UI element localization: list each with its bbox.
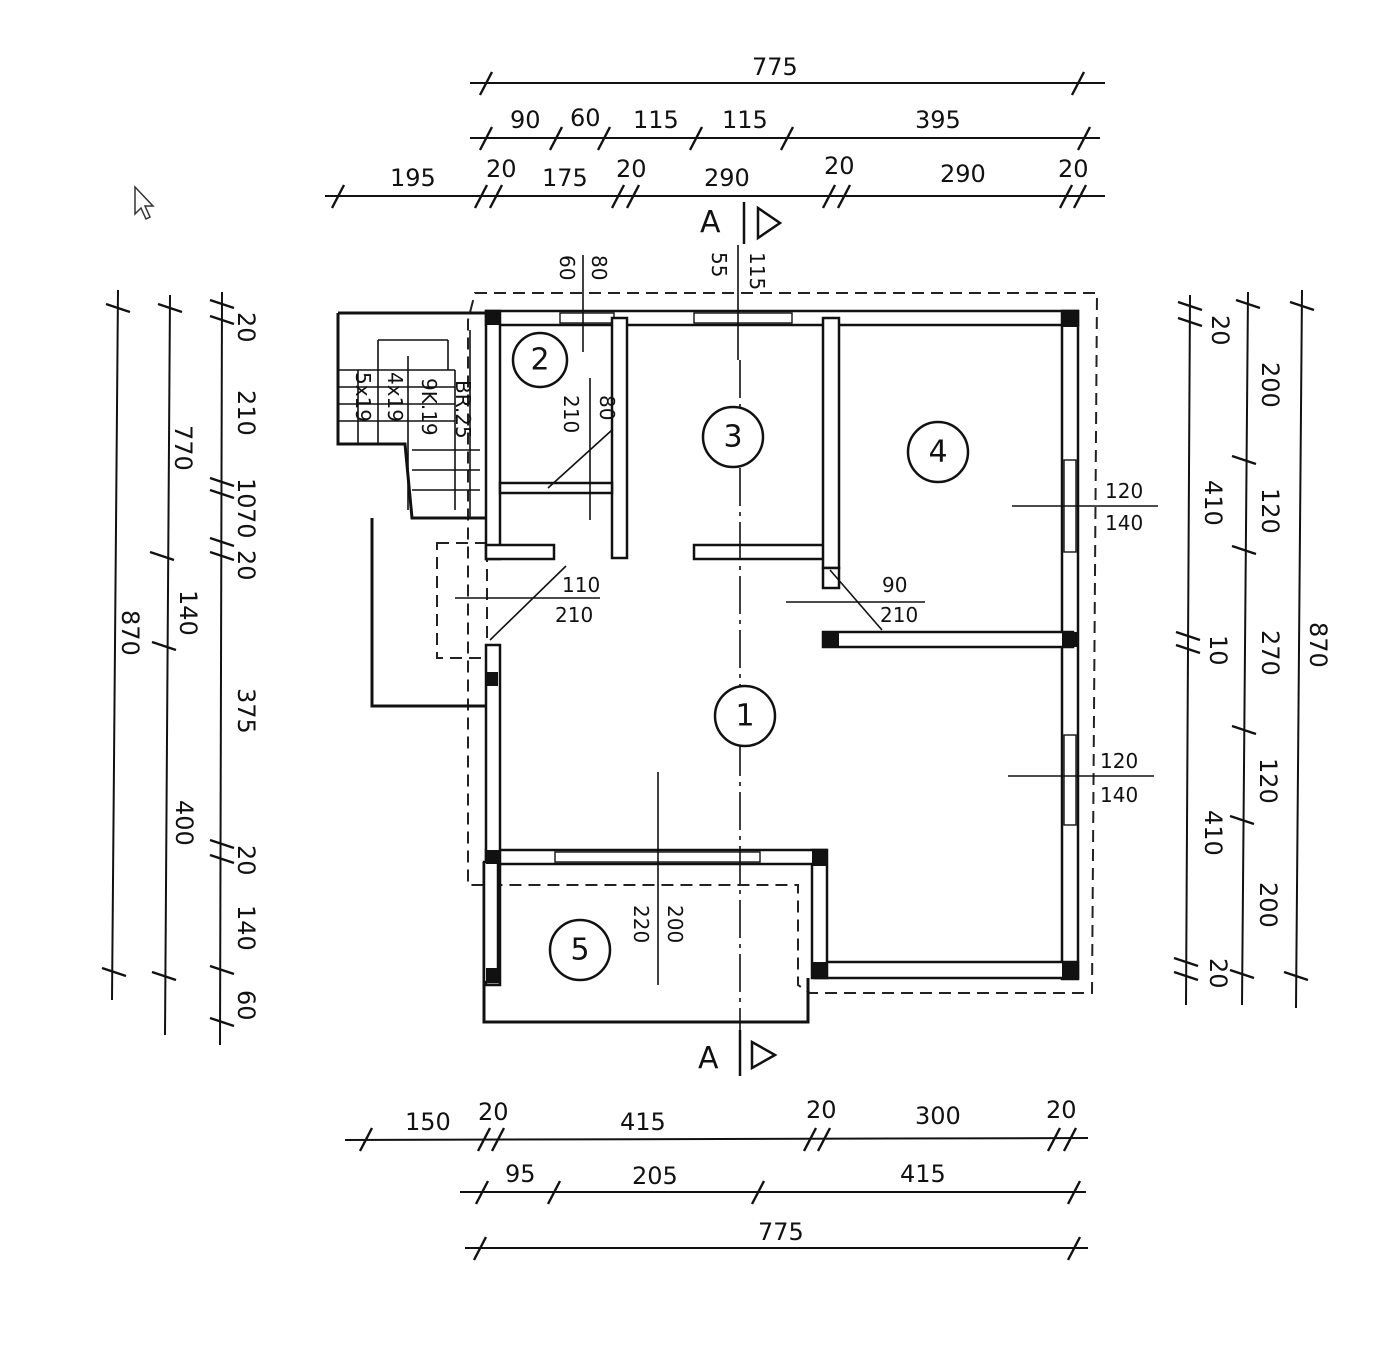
- room-4-tag: 4: [906, 420, 970, 484]
- section-letter-bottom: A: [698, 1041, 719, 1076]
- dim-left-mid-0: 770: [169, 425, 197, 471]
- dim-top-r3-7: 20: [1058, 155, 1089, 183]
- room-1-number: 1: [735, 699, 754, 734]
- room-2-tag: 2: [511, 331, 569, 389]
- wc-door-w: 80: [595, 395, 619, 420]
- dim-bottom-r1-3: 20: [806, 1096, 837, 1124]
- dim-bottom-r2-1: 205: [632, 1162, 678, 1190]
- dim-bottom-r1-0: 150: [405, 1108, 451, 1136]
- room-5-tag: 5: [548, 918, 612, 982]
- dim-left-inner-7: 140: [232, 905, 260, 951]
- dim-left-total: 870: [116, 610, 144, 656]
- dim-left-inner-2: 10: [232, 478, 260, 509]
- room-3-tag: 3: [701, 405, 765, 469]
- dim-top-r2-3: 115: [722, 106, 768, 134]
- stair-label-3: 5x19: [351, 372, 375, 422]
- room-2-number: 2: [530, 343, 549, 378]
- dim-right-mid-0: 20: [1206, 315, 1234, 346]
- dim-top-r3-2: 175: [542, 164, 588, 192]
- room-5-number: 5: [570, 933, 589, 968]
- walls: [482, 309, 1080, 1024]
- dim-right-inner-0: 200: [1256, 362, 1284, 408]
- dim-top-r3-6: 290: [940, 160, 986, 188]
- stair-label-1: 9K.19: [417, 378, 441, 436]
- room-1-tag: 1: [713, 684, 777, 748]
- bed-door-h: 210: [880, 603, 918, 627]
- dim-top-r3-0: 195: [390, 164, 436, 192]
- dim-left-inner-3: 70: [232, 508, 260, 539]
- dim-left-mid-1: 140: [174, 590, 202, 636]
- wc-door-h: 210: [559, 395, 583, 433]
- dim-bottom-r1-5: 20: [1046, 1096, 1077, 1124]
- balcony-door-w: 200: [663, 905, 687, 943]
- bed-door-w: 90: [882, 573, 907, 597]
- room-3-number: 3: [723, 420, 742, 455]
- dim-left-inner-8: 60: [232, 990, 260, 1021]
- entry-door-w: 110: [562, 573, 600, 597]
- entry-door-h: 210: [555, 603, 593, 627]
- dim-bottom-r2-0: 95: [505, 1160, 536, 1188]
- roof-outline: [467, 292, 1099, 994]
- section-letter-top: A: [700, 205, 721, 240]
- dim-top-r2-1: 60: [570, 104, 601, 132]
- dim-bottom-r2-2: 415: [900, 1160, 946, 1188]
- dim-left-mid-2: 400: [170, 800, 198, 846]
- balcony-door-h: 220: [629, 905, 653, 943]
- dim-bottom-r1-1: 20: [478, 1098, 509, 1126]
- dim-right-inner-3: 120: [1254, 758, 1282, 804]
- dim-top-r3-3: 20: [616, 155, 647, 183]
- dim-right-inner-1: 120: [1256, 488, 1284, 534]
- stair-label-0: BR.25: [451, 380, 475, 439]
- entrance-stair: BR.25 9K.19 4x19 5x19: [336, 311, 486, 708]
- dim-top-r2-0: 90: [510, 106, 541, 134]
- dim-right-mid-4: 20: [1204, 958, 1232, 989]
- wc-window-h: 80: [587, 255, 611, 280]
- dim-right-mid-1: 410: [1199, 480, 1227, 526]
- top-dimensions: 775 90 60 115 115 395 195 20 175 20 290 …: [325, 53, 1105, 209]
- canopy-outline: [436, 542, 488, 659]
- right-win2-w: 120: [1100, 749, 1138, 773]
- bottom-dimensions: 150 20 415 20 300 20 95 205 415 775: [344, 1096, 1089, 1261]
- dim-left-inner-5: 375: [232, 688, 260, 734]
- dim-left-inner-1: 210: [232, 390, 260, 436]
- door-swings: [489, 429, 883, 641]
- right-dimensions: 20 410 10 410 20 200 120 270 120 200 870: [1173, 289, 1332, 1009]
- stair-label-2: 4x19: [383, 372, 407, 422]
- dim-top-total: 775: [752, 53, 798, 81]
- dim-top-r2-4: 395: [915, 106, 961, 134]
- right-win1-h: 140: [1105, 511, 1143, 535]
- dim-top-r3-4: 290: [704, 164, 750, 192]
- right-win2-h: 140: [1100, 783, 1138, 807]
- mouse-cursor-icon: [134, 185, 155, 221]
- dim-right-total: 870: [1304, 622, 1332, 668]
- wc-window-w: 60: [555, 255, 579, 280]
- top-window-h: 55: [707, 252, 731, 277]
- opening-labels: 60 80 115 55 80 210 110 210 90 210 120 1…: [455, 245, 1158, 985]
- dim-bottom-total: 775: [758, 1218, 804, 1246]
- dim-left-inner-6: 20: [232, 845, 260, 876]
- dim-left-inner-4: 20: [232, 550, 260, 581]
- dim-bottom-r1-4: 300: [915, 1102, 961, 1130]
- dim-top-r3-1: 20: [486, 155, 517, 183]
- left-dimensions: 870 770 140 400 20 210 10 70 20 375 20 1…: [101, 289, 260, 1046]
- room-4-number: 4: [928, 435, 947, 470]
- dim-right-inner-2: 270: [1256, 630, 1284, 676]
- dim-left-inner-0: 20: [232, 312, 260, 343]
- dim-bottom-r1-2: 415: [620, 1108, 666, 1136]
- dim-right-mid-3: 410: [1199, 810, 1227, 856]
- dim-right-inner-4: 200: [1254, 882, 1282, 928]
- dim-top-r2-2: 115: [633, 106, 679, 134]
- section-mark-bottom: A: [698, 1030, 778, 1076]
- dim-top-r3-5: 20: [824, 152, 855, 180]
- top-window-w: 115: [745, 252, 769, 290]
- section-mark-top: A: [700, 202, 783, 244]
- right-win1-w: 120: [1105, 479, 1143, 503]
- dim-right-mid-2: 10: [1204, 635, 1232, 666]
